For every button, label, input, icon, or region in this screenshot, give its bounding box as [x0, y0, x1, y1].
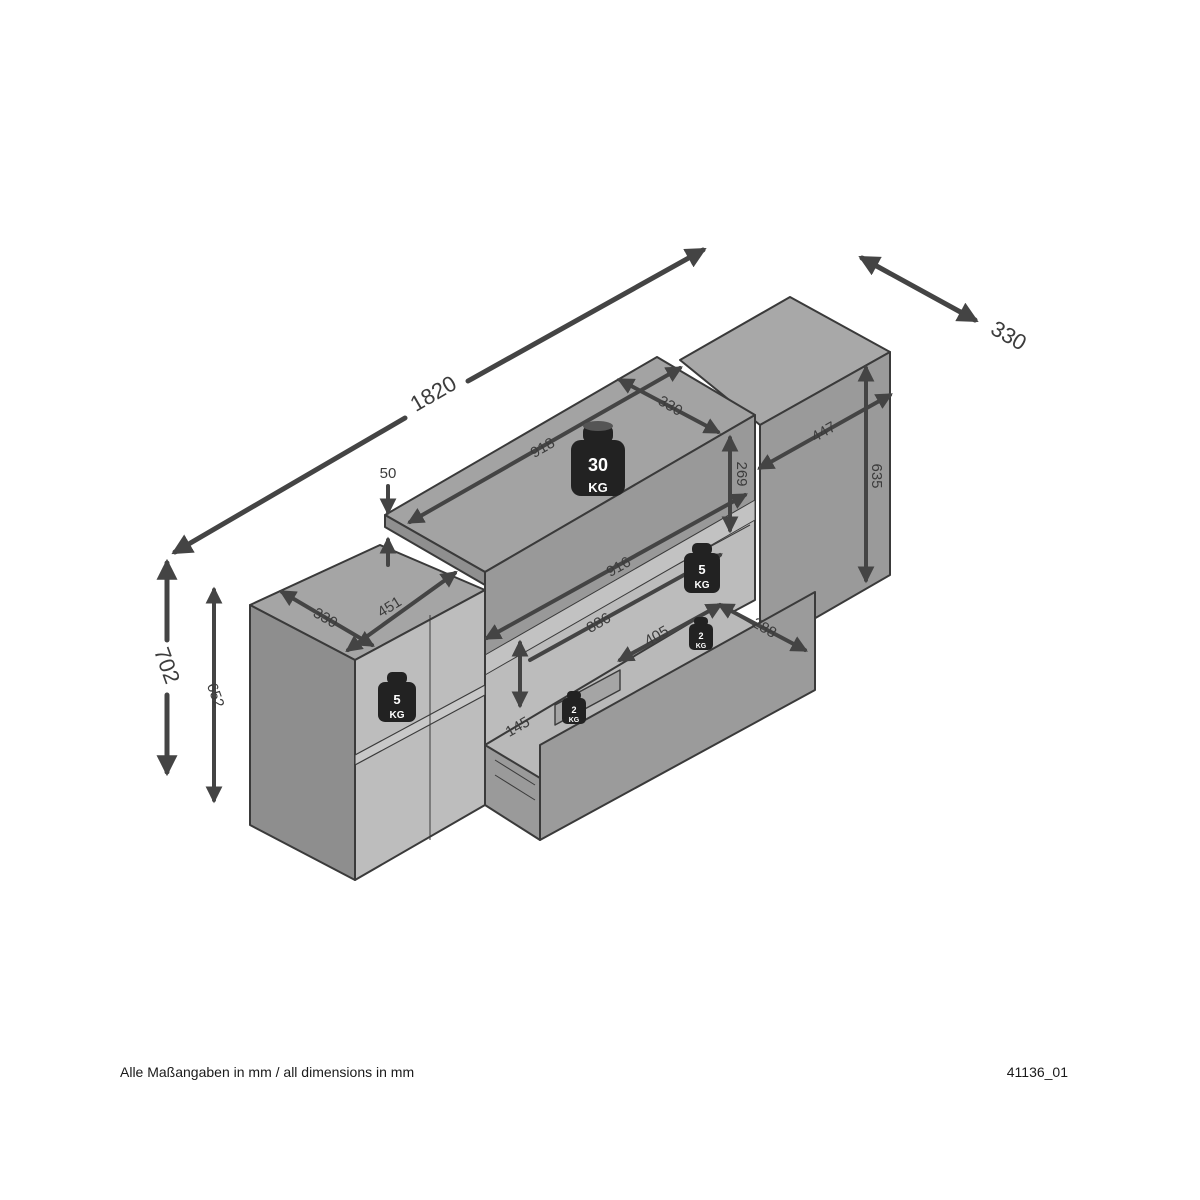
- label-overall-height: 702: [149, 644, 185, 687]
- weight-drawer-right-value: 2: [698, 631, 703, 641]
- weight-drawer-right: 2 KG: [689, 617, 713, 650]
- drawing-code: 41136_01: [1006, 1064, 1068, 1080]
- label-top-thickness: 50: [380, 465, 397, 482]
- label-body-height: 652: [203, 681, 228, 710]
- arrow-drawer-depth: [717, 603, 808, 652]
- label-top-height: 269: [733, 461, 750, 486]
- weight-drawer-left: 2 KG: [562, 691, 586, 724]
- label-right-height: 635: [868, 463, 885, 488]
- weight-shelf-left-unit: KG: [390, 710, 405, 721]
- arrow-shelf-width: [484, 493, 748, 640]
- arrow-overall-width-b: [465, 247, 707, 384]
- weight-shelf-middle-value: 5: [698, 562, 705, 577]
- arrow-overall-depth: [858, 255, 979, 323]
- weight-shelf-left: 5 KG: [378, 672, 416, 722]
- arrow-overall-width-a: [171, 415, 408, 555]
- units-note: Alle Maßangaben in mm / all dimensions i…: [120, 1064, 415, 1080]
- arrow-top-depth: [617, 378, 721, 434]
- label-overall-width: 1820: [406, 370, 461, 416]
- arrow-drawer-inner: [617, 603, 723, 662]
- weight-top-value: 30: [588, 455, 608, 475]
- weight-top: 30 KG: [571, 421, 625, 496]
- label-overall-depth: 330: [987, 315, 1031, 355]
- weight-top-unit: KG: [588, 480, 608, 495]
- weight-drawer-right-unit: KG: [696, 643, 707, 650]
- weight-drawer-left-value: 2: [571, 705, 576, 715]
- dimension-lines: [156, 247, 979, 804]
- weight-shelf-left-value: 5: [393, 692, 400, 707]
- left-cabinet-shelf: [354, 684, 486, 766]
- weight-shelf-middle-unit: KG: [695, 580, 710, 591]
- arrow-left-width: [345, 571, 458, 652]
- weight-drawer-left-unit: KG: [569, 717, 580, 724]
- weight-shelf-middle: 5 KG: [684, 543, 720, 593]
